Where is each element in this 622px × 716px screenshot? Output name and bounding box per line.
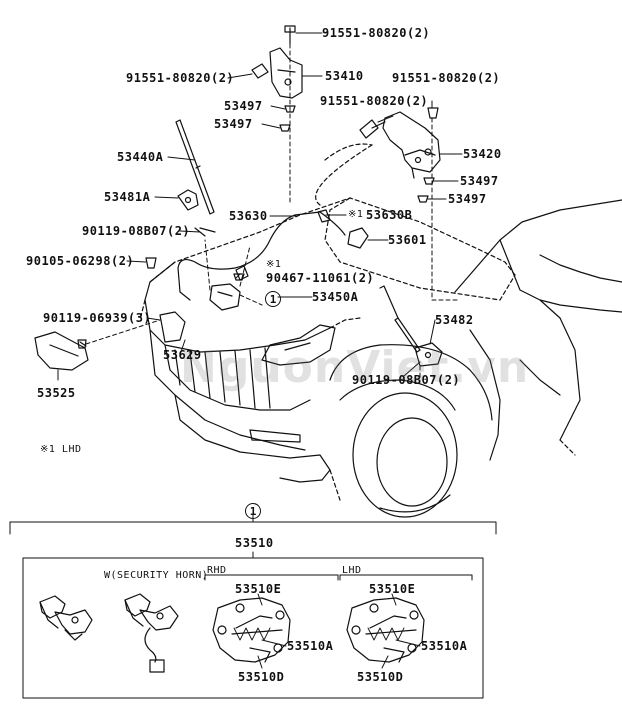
label-53601: 53601 xyxy=(388,233,427,247)
label-53510: 53510 xyxy=(235,536,274,550)
hood-latch xyxy=(159,265,249,343)
lhd-note: ※1 LHD xyxy=(40,444,82,455)
detail-leader-lines xyxy=(257,593,421,669)
label-53450a: 53450A xyxy=(312,290,359,304)
label-90119-b: 90119-06939(3) xyxy=(43,311,152,325)
label-53630: 53630 xyxy=(229,209,268,223)
label-53510d-lhd: 53510D xyxy=(357,670,404,684)
label-rhd: RHD xyxy=(207,565,227,576)
label-53629: 53629 xyxy=(163,348,202,362)
label-security-horn: W(SECURITY HORN) xyxy=(104,570,209,581)
label-53440a: 53440A xyxy=(117,150,164,164)
label-53630b: 53630B xyxy=(366,208,413,222)
label-53482: 53482 xyxy=(435,313,474,327)
label-53497-a: 53497 xyxy=(224,99,263,113)
label-90467: 90467-11061(2) xyxy=(266,271,375,285)
label-53510e-rhd: 53510E xyxy=(235,582,282,596)
hood-support-rod xyxy=(175,119,421,353)
label-91551-right: 91551-80820(2) xyxy=(392,71,501,85)
mark-53630b: ※1 xyxy=(348,209,364,220)
label-91551-mid: 91551-80820(2) xyxy=(320,94,429,108)
label-lhd: LHD xyxy=(342,565,362,576)
label-53510a-lhd: 53510A xyxy=(421,639,468,653)
mark-90467: ※1 xyxy=(266,259,282,270)
label-53510d-rhd: 53510D xyxy=(238,670,285,684)
label-91551-top: 91551-80820(2) xyxy=(322,26,431,40)
callout-circle-detail: 1 xyxy=(245,503,261,519)
callout-circle-main: 1 xyxy=(265,291,281,307)
label-53497-d: 53497 xyxy=(448,192,487,206)
label-53525: 53525 xyxy=(37,386,76,400)
hidden-lines xyxy=(85,43,461,381)
release-cable xyxy=(177,211,346,301)
detail-frame xyxy=(9,509,497,699)
bolt-icons xyxy=(77,105,439,349)
lock-plate-lhd xyxy=(346,597,425,663)
label-53410: 53410 xyxy=(325,69,364,83)
release-lever xyxy=(317,209,369,249)
label-90119-c: 90119-08B07(2) xyxy=(352,373,461,387)
leader-lines xyxy=(57,32,463,381)
label-90105: 90105-06298(2) xyxy=(26,254,135,268)
hood-lock-security xyxy=(124,593,179,673)
label-53497-c: 53497 xyxy=(460,174,499,188)
lock-plate-rhd xyxy=(212,597,291,663)
support-bracket xyxy=(177,189,216,237)
label-91551-left: 91551-80820(2) xyxy=(126,71,235,85)
watermark: NguonViet.vn xyxy=(180,342,530,393)
label-53420: 53420 xyxy=(463,147,502,161)
label-90119-a: 90119-08B07(2) xyxy=(82,224,191,238)
hood-lock-plain xyxy=(39,595,93,641)
hood-hinge-right xyxy=(359,111,441,179)
vehicle-body xyxy=(139,143,622,518)
label-53481a: 53481A xyxy=(104,190,151,204)
label-53497-b: 53497 xyxy=(214,117,253,131)
hood-lock-cover xyxy=(34,331,89,371)
hood-lock-upper xyxy=(251,25,303,99)
label-53510e-lhd: 53510E xyxy=(369,582,416,596)
label-53510a-rhd: 53510A xyxy=(287,639,334,653)
